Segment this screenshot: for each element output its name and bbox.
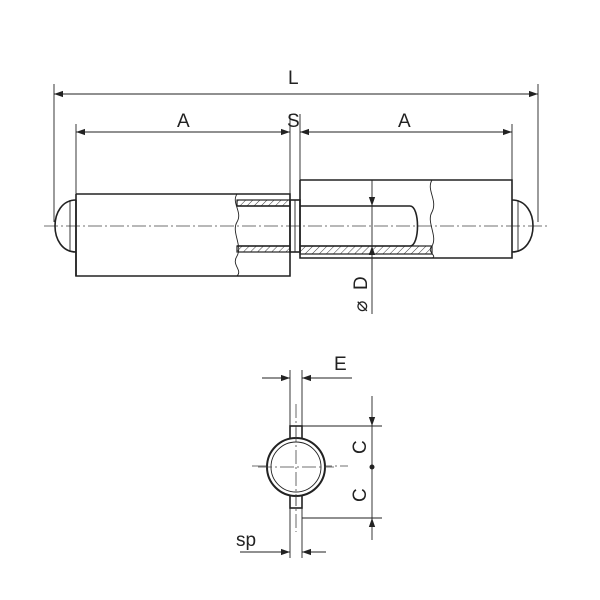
dimension-A-S-A: A S A bbox=[75, 111, 513, 198]
dimension-C: C C bbox=[302, 396, 382, 540]
dimension-D: ⌀ D bbox=[351, 180, 376, 314]
dimension-sp: sp bbox=[236, 508, 326, 558]
dimension-D-label: D bbox=[351, 276, 372, 290]
left-hinge-part bbox=[54, 193, 291, 277]
left-dome-end bbox=[54, 199, 77, 253]
side-view: L A S A ⌀ D bbox=[44, 68, 550, 314]
dimension-C-upper-label: C bbox=[350, 440, 371, 454]
dimension-E: E bbox=[262, 354, 352, 426]
dimension-A-left-label: A bbox=[177, 111, 190, 132]
end-view: E C C sp bbox=[236, 354, 382, 558]
dimension-L-label: L bbox=[288, 68, 299, 89]
right-section-hatch bbox=[299, 245, 433, 255]
dimension-sp-label: sp bbox=[236, 530, 256, 551]
dimension-S-label: S bbox=[287, 111, 300, 132]
dimension-L: L bbox=[53, 68, 539, 222]
left-section-hatch bbox=[236, 199, 291, 207]
dimension-D-symbol: ⌀ bbox=[351, 301, 372, 312]
dimension-A-right-label: A bbox=[398, 111, 411, 132]
left-break-line bbox=[234, 193, 240, 277]
right-dome-end bbox=[511, 199, 534, 253]
dimension-C-lower-label: C bbox=[350, 488, 371, 502]
dimension-E-label: E bbox=[334, 354, 347, 375]
dimension-C-midpoint bbox=[369, 464, 375, 470]
right-hinge-part bbox=[299, 179, 534, 259]
